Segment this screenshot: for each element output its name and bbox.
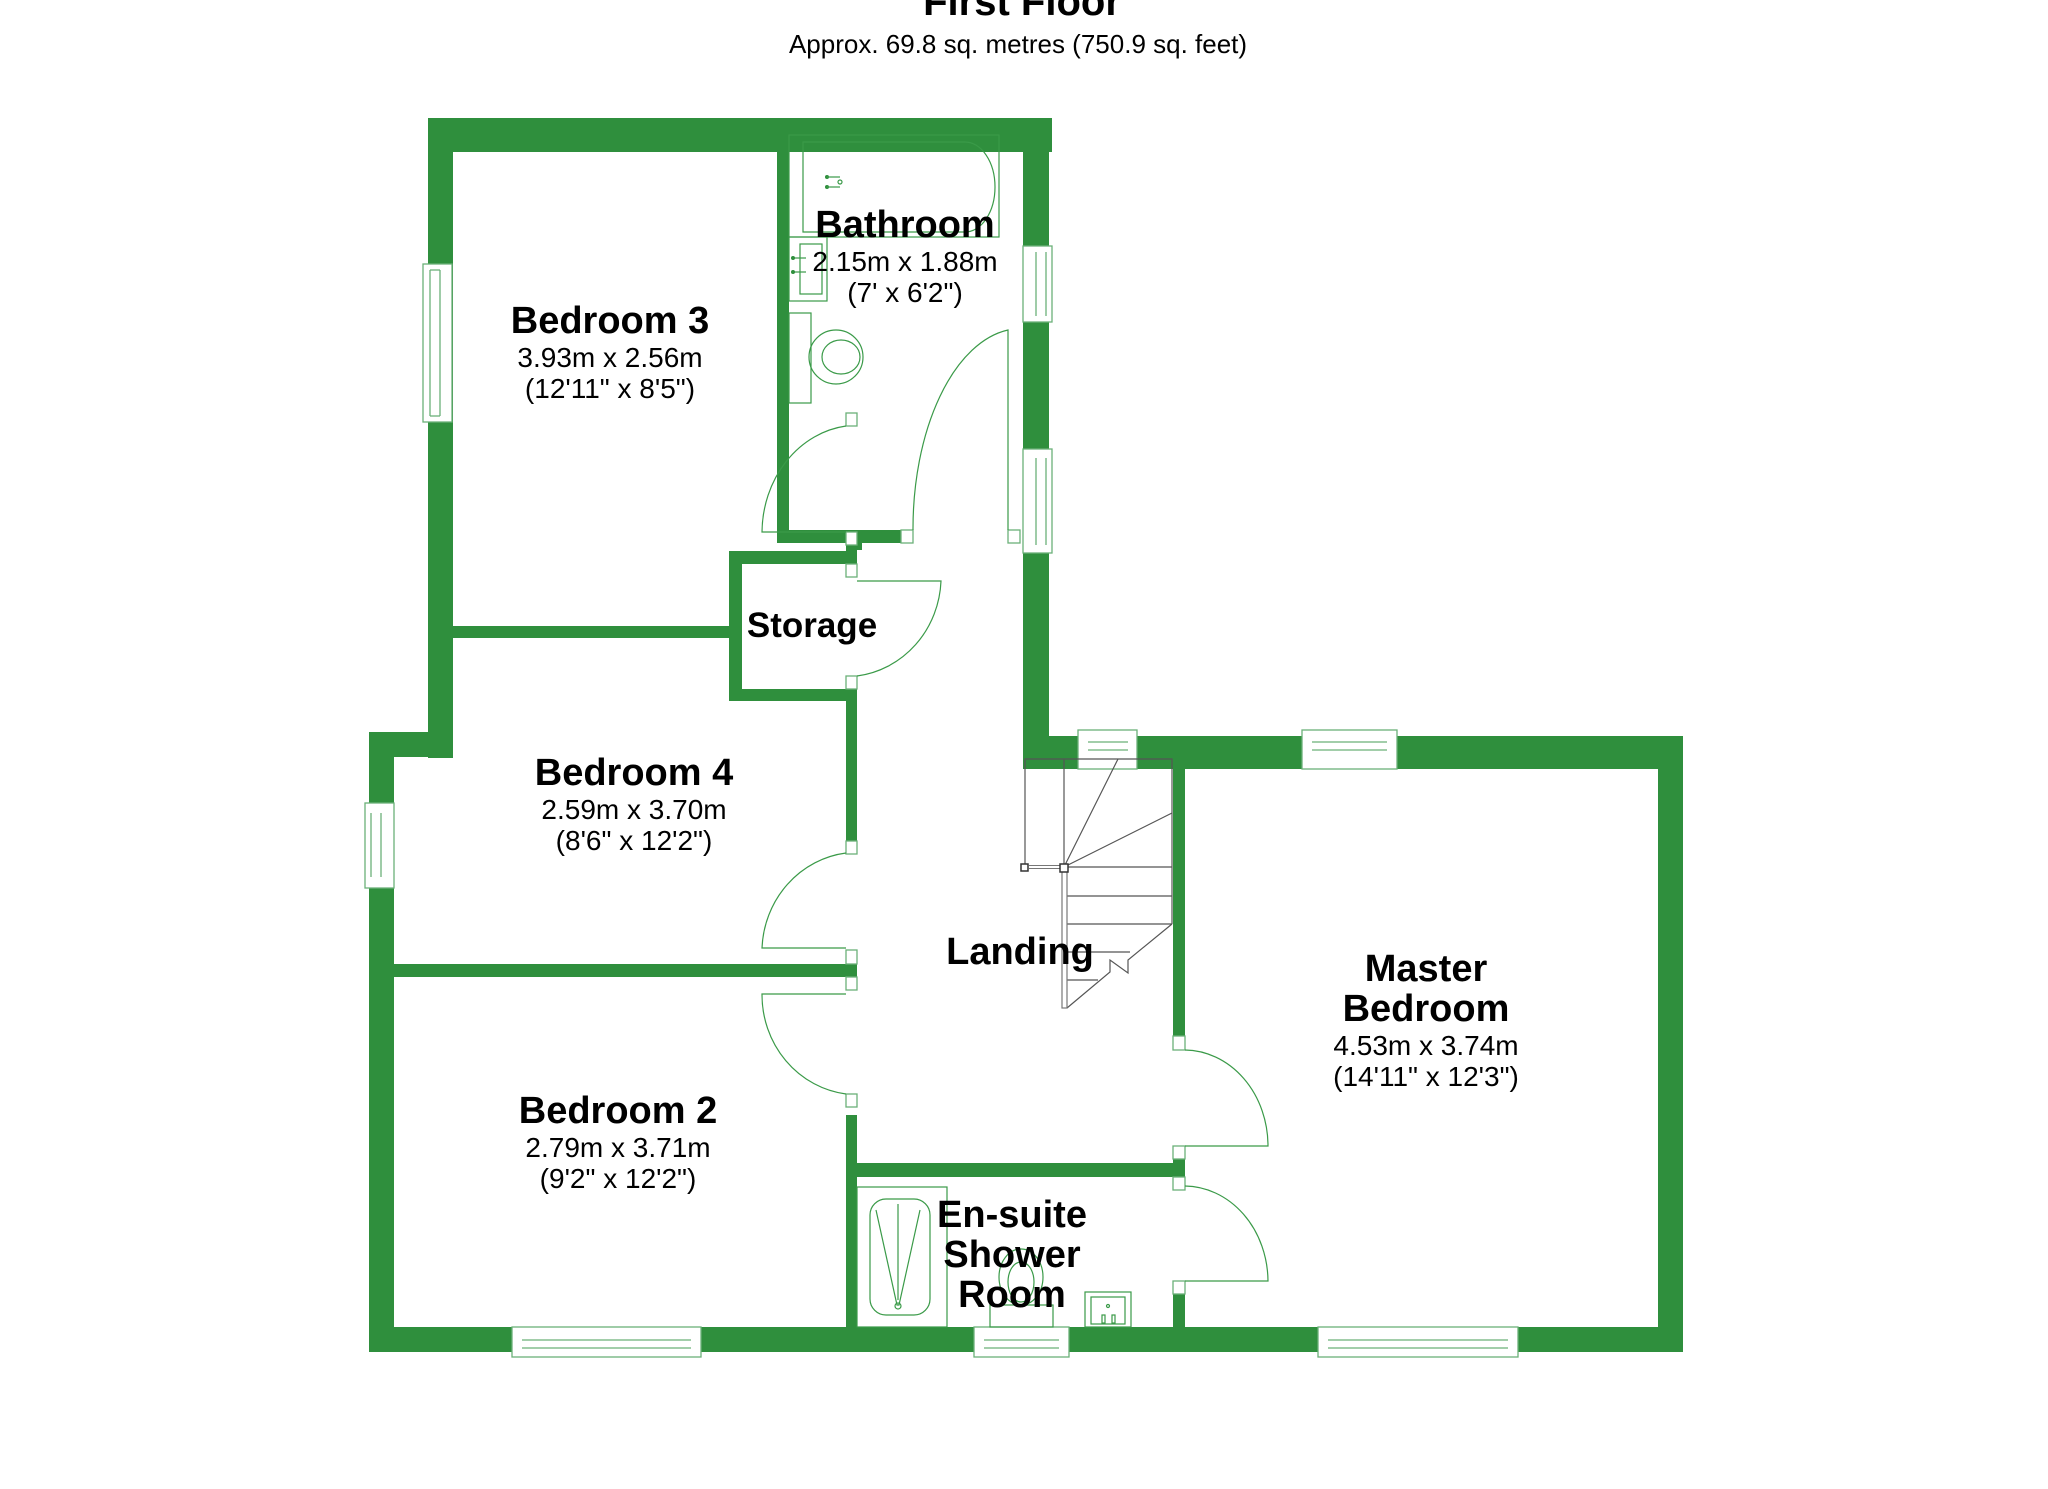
ensuite-toilet-icon xyxy=(989,1248,1054,1328)
page-title: First Floor xyxy=(923,0,1121,24)
window-bedroom4 xyxy=(364,802,395,889)
room-name-line2: Shower xyxy=(943,1233,1081,1276)
shower-icon xyxy=(856,1186,948,1328)
window-master-bottom xyxy=(1317,1326,1519,1358)
windows xyxy=(364,245,1519,1358)
room-name: Bedroom 2 xyxy=(518,1090,718,1132)
window-bathroom xyxy=(1022,245,1053,323)
room-dimensions-metric: 2.79m x 3.71m xyxy=(525,1131,711,1163)
room-dimensions-imperial: (7' x 6'2") xyxy=(847,277,963,309)
room-label-ensuite: En-suite Shower Room xyxy=(937,1194,1087,1316)
room-dimensions-metric: 2.59m x 3.70m xyxy=(541,793,727,825)
window-master-top xyxy=(1301,729,1398,770)
window-bedroom3 xyxy=(422,263,453,423)
basin-icon xyxy=(788,236,828,302)
room-label-bedroom4: Bedroom 4 2.59m x 3.70m (8'6" x 12'2") xyxy=(534,752,734,857)
room-dimensions-imperial: (14'11" x 12'3") xyxy=(1333,1061,1519,1093)
ensuite-basin-icon xyxy=(1084,1291,1132,1328)
toilet-icon xyxy=(788,312,864,404)
door-ensuite xyxy=(1172,1176,1269,1295)
room-label-landing: Landing xyxy=(946,931,1094,973)
room-label-bedroom3: Bedroom 3 3.93m x 2.56m (12'11" x 8'5") xyxy=(510,300,710,405)
door-bedroom3 xyxy=(761,412,858,546)
door-bedroom2 xyxy=(761,976,858,1108)
doors xyxy=(761,329,1269,1295)
floor-area: Approx. 69.8 sq. metres (750.9 sq. feet) xyxy=(788,29,1248,59)
door-storage xyxy=(845,563,942,690)
room-name-line3: Room xyxy=(958,1273,1066,1316)
staircase xyxy=(1020,758,1173,1009)
room-label-storage: Storage xyxy=(746,606,878,645)
room-name-line2: Bedroom xyxy=(1342,987,1510,1030)
window-bedroom2 xyxy=(511,1326,702,1358)
room-dimensions-metric: 2.15m x 1.88m xyxy=(812,245,998,277)
room-name-line1: En-suite xyxy=(937,1194,1087,1236)
room-name: Storage xyxy=(746,606,878,645)
window-landing-top xyxy=(1077,729,1138,770)
room-label-bedroom2: Bedroom 2 2.79m x 3.71m (9'2" x 12'2") xyxy=(518,1090,718,1195)
room-dimensions-imperial: (12'11" x 8'5") xyxy=(524,373,696,405)
window-ensuite xyxy=(973,1326,1070,1358)
room-dimensions-metric: 3.93m x 2.56m xyxy=(517,341,703,373)
room-name-line1: Master xyxy=(1364,948,1488,990)
bath-icon xyxy=(788,134,1000,238)
door-bathroom xyxy=(900,329,1021,544)
room-dimensions-imperial: (9'2" x 12'2") xyxy=(539,1163,697,1195)
window-landing xyxy=(1022,448,1053,554)
door-master xyxy=(1172,1035,1269,1160)
room-label-master-bedroom: Master Bedroom 4.53m x 3.74m (14'11" x 1… xyxy=(1333,948,1519,1093)
room-dimensions-metric: 4.53m x 3.74m xyxy=(1333,1029,1519,1061)
fixtures xyxy=(788,134,1132,1328)
room-name: Bedroom 4 xyxy=(534,752,734,794)
room-name: Landing xyxy=(946,931,1094,973)
door-bedroom4 xyxy=(761,840,858,965)
room-label-bathroom: Bathroom 2.15m x 1.88m (7' x 6'2") xyxy=(812,204,998,309)
room-dimensions-imperial: (8'6" x 12'2") xyxy=(555,825,713,857)
room-name: Bathroom xyxy=(815,204,995,246)
room-name: Bedroom 3 xyxy=(510,300,710,342)
